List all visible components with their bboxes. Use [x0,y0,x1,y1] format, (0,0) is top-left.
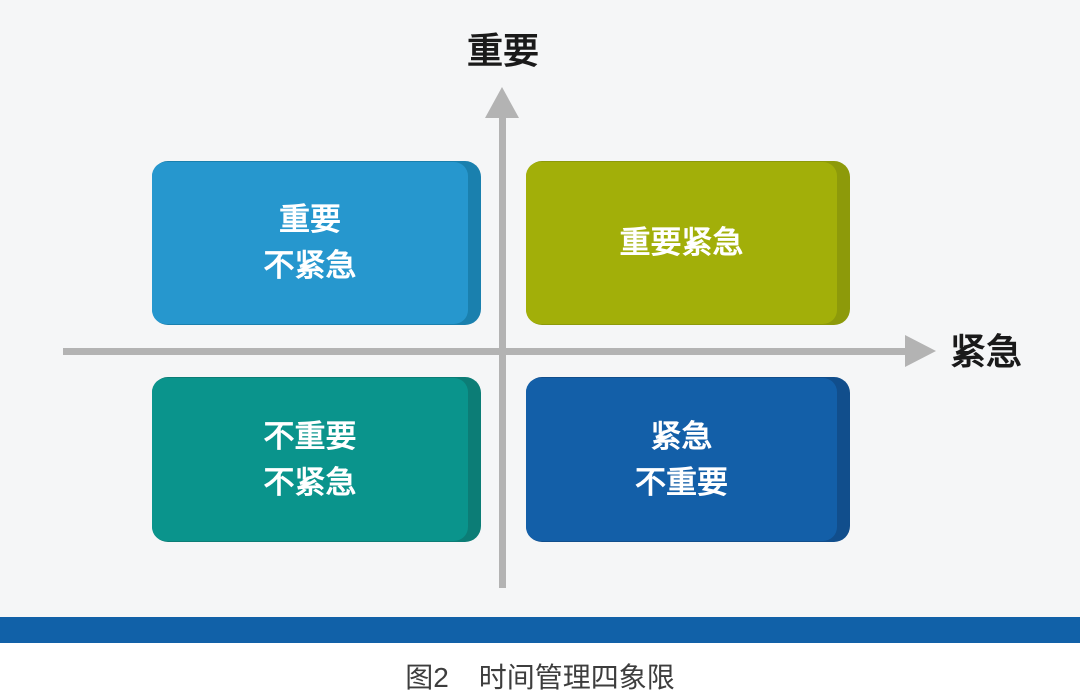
figure-caption: 图2 时间管理四象限 [0,661,1080,695]
quadrant-important-not-urgent: 重要 不紧急 [152,161,481,325]
quadrant-not-important-not-urgent: 不重要 不紧急 [152,377,481,542]
figure-caption-title: 时间管理四象限 [478,662,675,693]
diagram-background: 重要 紧急 重要 不紧急 重要紧急 不重要 不紧急 紧急 不重要 [63,30,1023,588]
quadrant-face: 不重要 不紧急 [152,378,468,541]
x-axis-arrow-icon [905,335,936,367]
quadrant-label-line: 不重要 [635,464,728,500]
footer-divider-bar [0,617,1080,643]
y-axis-arrow-icon [485,87,519,118]
quadrant-label-line: 不紧急 [263,248,357,283]
quadrant-important-urgent: 重要紧急 [526,161,850,325]
quadrant-face: 重要 不紧急 [152,162,468,324]
quadrant-label-line: 重要紧急 [619,225,744,260]
figure-caption-number: 图2 [405,662,449,693]
y-axis-label: 重要 [467,30,540,71]
quadrant-face: 重要紧急 [526,162,837,324]
quadrant-label-line: 不紧急 [263,464,357,500]
quadrant-urgent-not-important: 紧急 不重要 [526,377,850,542]
quadrant-face: 紧急 不重要 [526,378,837,541]
x-axis-label: 紧急 [950,331,1023,372]
quadrant-label-line: 重要 [279,202,341,237]
x-axis-line [63,348,907,355]
quadrant-label-line: 不重要 [263,418,357,454]
quadrant-label-line: 紧急 [650,418,713,454]
